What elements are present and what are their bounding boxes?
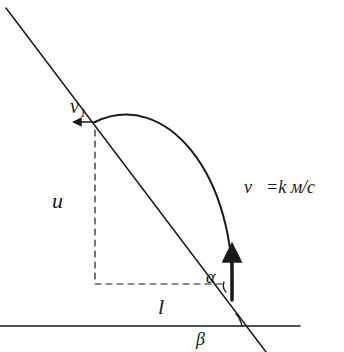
trajectory — [95, 115, 232, 300]
angle-label: β — [196, 330, 205, 348]
distance-line — [95, 283, 222, 284]
incline-line — [6, 8, 266, 352]
angle-label: α — [206, 268, 215, 286]
height-label: u — [52, 190, 63, 212]
velocity-arrow — [74, 121, 95, 123]
ground-line — [0, 325, 300, 327]
velocity-arrow — [230, 246, 234, 300]
angle-arc — [236, 314, 242, 326]
velocity-label: v⃗=k м/с — [244, 178, 315, 196]
velocity-label: v₁ — [70, 96, 86, 116]
distance-label: l — [158, 296, 164, 318]
height-line — [94, 130, 95, 284]
angle-arc — [223, 282, 226, 292]
